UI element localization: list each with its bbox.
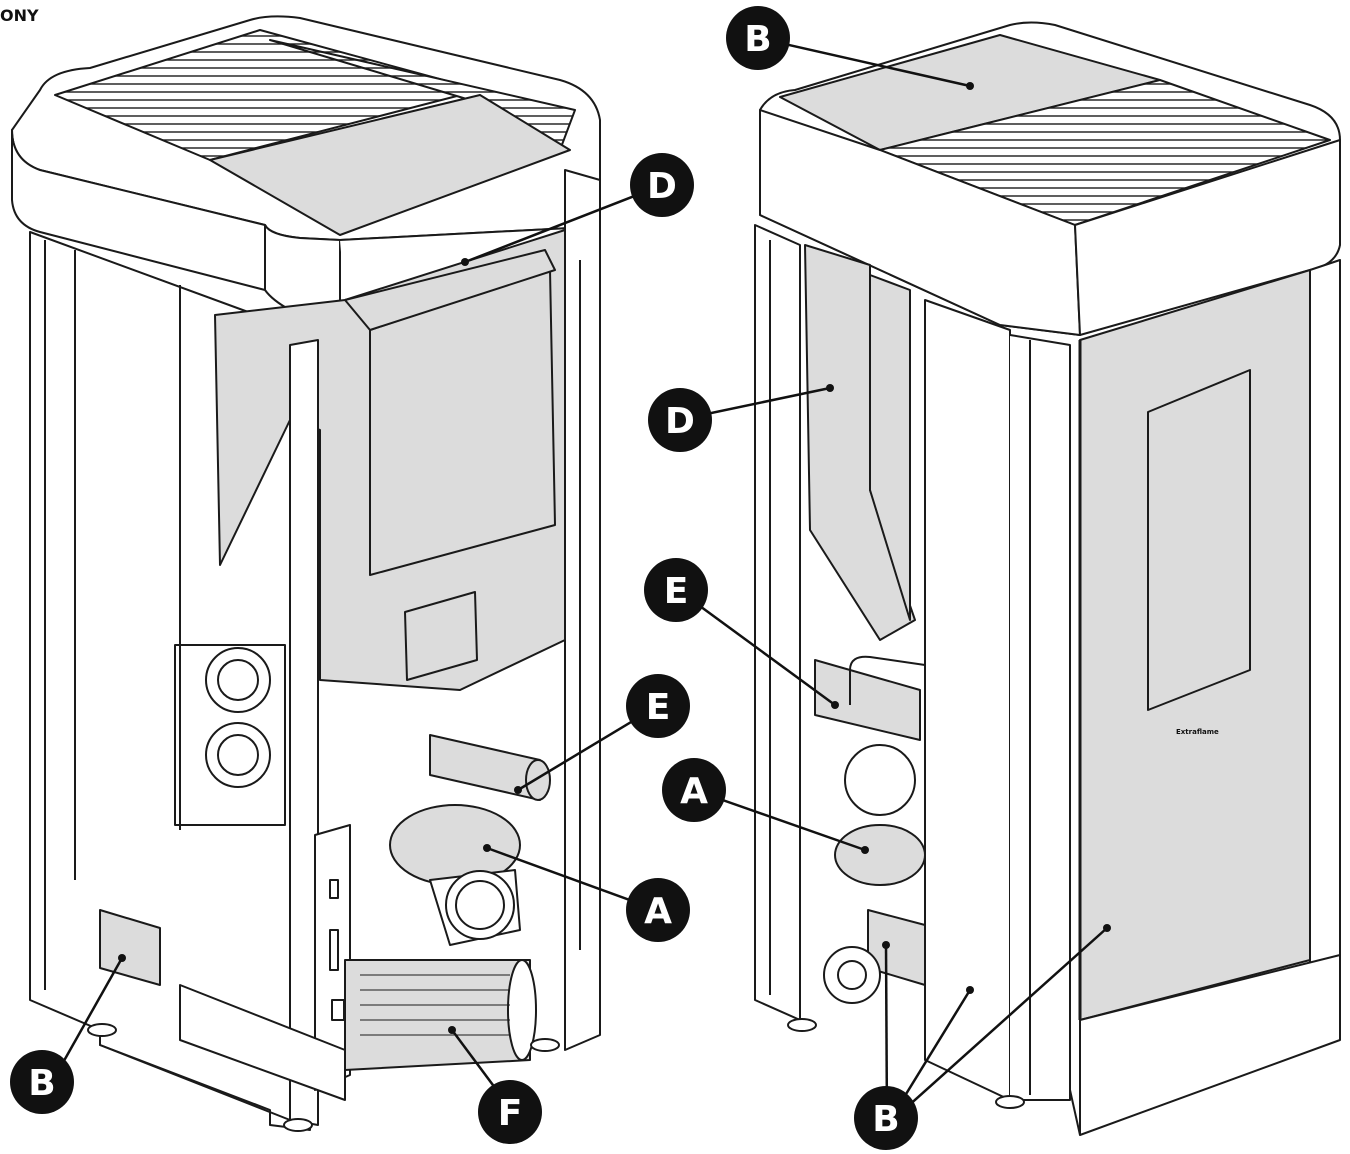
svg-text:D: D <box>647 166 677 207</box>
left-inspection-panel <box>404 591 478 681</box>
left-top-panel <box>209 94 571 236</box>
callout-left-b: B <box>10 1050 74 1114</box>
left-stove <box>11 15 601 1132</box>
callout-left-a: A <box>626 878 690 942</box>
callout-right-d: D <box>648 388 712 452</box>
svg-text:D: D <box>665 401 695 442</box>
svg-text:F: F <box>498 1093 523 1134</box>
right-tube-e <box>814 659 921 741</box>
callout-left-f: F <box>478 1080 542 1144</box>
svg-text:A: A <box>644 891 672 932</box>
callout-left-d: D <box>630 153 694 217</box>
callout-right-b-top: B <box>726 6 790 70</box>
svg-text:E: E <box>664 571 689 612</box>
right-stove <box>754 21 1341 1136</box>
leader-right-b-top <box>757 36 971 88</box>
svg-text:B: B <box>744 19 771 60</box>
leader-left-d <box>464 184 661 264</box>
callout-left-e: E <box>626 674 690 738</box>
right-window <box>1147 369 1251 711</box>
callout-right-b-bottom: B <box>854 1086 918 1150</box>
left-fan-f <box>344 959 531 1071</box>
callout-right-a: A <box>662 758 726 822</box>
leader-right-e <box>677 588 836 707</box>
corner-text: ONY <box>0 6 39 25</box>
svg-text:B: B <box>872 1099 899 1140</box>
leader-right-b-3 <box>886 927 1108 1126</box>
right-fan-a <box>834 824 926 886</box>
callout-right-e: E <box>644 558 708 622</box>
left-access-plate-b <box>99 909 161 986</box>
svg-text:B: B <box>28 1063 55 1104</box>
left-tube-e <box>429 734 541 801</box>
brand-logo: Extraflame <box>1176 728 1219 736</box>
svg-text:E: E <box>646 687 671 728</box>
svg-text:A: A <box>680 771 708 812</box>
